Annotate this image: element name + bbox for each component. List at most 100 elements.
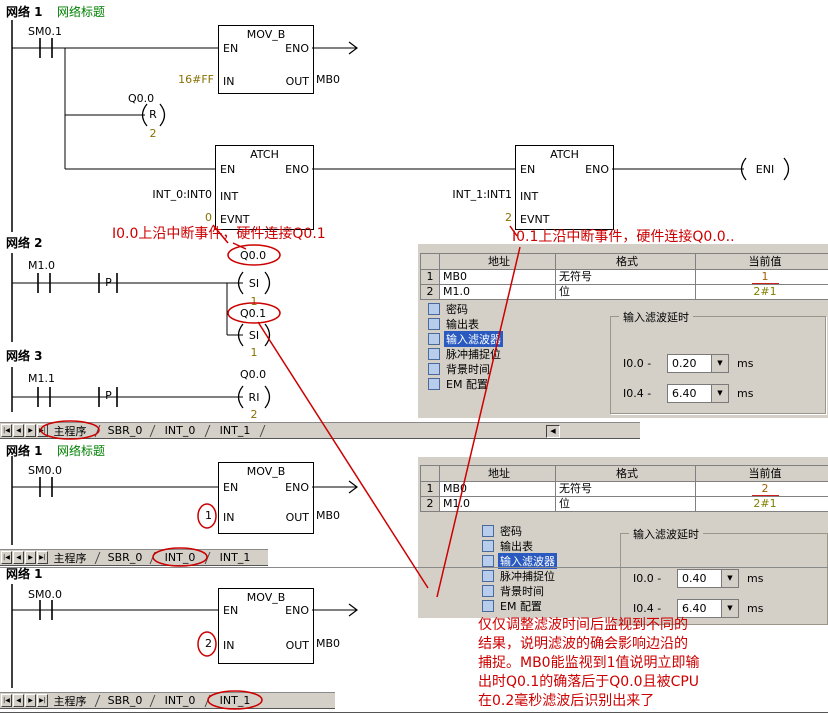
tab-main-program[interactable]: 主程序: [53, 694, 87, 708]
filter-delay-select-i04[interactable]: 6.40 ▼: [677, 598, 739, 618]
tree-item-pulse-catch[interactable]: 脉冲捕捉位: [482, 568, 557, 583]
tab-sbr0[interactable]: SBR_0: [107, 551, 143, 564]
tree-item-output-table[interactable]: 输出表: [428, 316, 503, 331]
tab-main-program[interactable]: 主程序: [53, 424, 87, 438]
tab-scroll-next-button[interactable]: ▶: [25, 424, 36, 437]
atch-box-2[interactable]: ATCH EN ENO INT EVNT: [515, 145, 614, 230]
set-coil1-n[interactable]: 1: [250, 295, 258, 308]
tab-sbr0[interactable]: SBR_0: [107, 694, 143, 707]
format-cell[interactable]: 位: [556, 497, 696, 512]
value-cell[interactable]: 2#1: [696, 285, 828, 300]
dropdown-arrow-icon[interactable]: ▼: [711, 354, 728, 372]
movb-box-main[interactable]: MOV_B EN ENO IN OUT: [218, 25, 314, 94]
tab-scroll-prev-button[interactable]: ◀: [13, 551, 24, 564]
chart-corner: [421, 254, 440, 270]
tree-item-input-filter[interactable]: 输入滤波器: [482, 552, 557, 569]
address-cell[interactable]: M1.0: [440, 285, 556, 300]
contact-operand-sm00[interactable]: SM0.0: [28, 588, 62, 601]
reset-coil-operand[interactable]: Q0.0: [128, 92, 155, 105]
value-cell[interactable]: 2#1: [696, 497, 828, 512]
reset-coil-r[interactable]: R: [149, 108, 157, 121]
dropdown-arrow-icon[interactable]: ▼: [721, 599, 738, 617]
tab-int0[interactable]: INT_0: [164, 694, 196, 707]
reset-coil-n[interactable]: 2: [149, 127, 157, 140]
movb-int1-out-operand[interactable]: MB0: [316, 637, 341, 650]
tab-scroll-first-button[interactable]: |◀: [1, 694, 12, 707]
tab-int1[interactable]: INT_1: [219, 551, 251, 564]
tree-item-background-time[interactable]: 背景时间: [428, 361, 503, 376]
tab-scroll-next-button[interactable]: ▶: [25, 551, 36, 564]
tab-int1[interactable]: INT_1: [219, 424, 251, 437]
edge-contact-p[interactable]: P: [105, 276, 112, 289]
pin-in: IN: [223, 639, 235, 652]
tree-item-em-config[interactable]: EM 配置: [428, 376, 503, 391]
tree-item-background-time[interactable]: 背景时间: [482, 583, 557, 598]
tree-item-pulse-catch[interactable]: 脉冲捕捉位: [428, 346, 503, 361]
movb-int1-in-operand[interactable]: 2: [205, 637, 212, 650]
eni-coil[interactable]: ENI: [755, 163, 775, 176]
movb-in-operand[interactable]: 16#FF: [178, 73, 214, 86]
filter-delay-select-i00[interactable]: 0.40 ▼: [677, 568, 739, 588]
set-coil1-operand[interactable]: Q0.0: [240, 249, 267, 262]
tab-scroll-prev-button[interactable]: ◀: [13, 694, 24, 707]
atch1-evnt-operand[interactable]: 0: [205, 211, 212, 224]
address-cell[interactable]: MB0: [440, 270, 556, 285]
movb-out-operand[interactable]: MB0: [316, 73, 341, 86]
tab-scroll-last-button[interactable]: ▶|: [37, 694, 48, 707]
atch1-int-operand[interactable]: INT_0:INT0: [152, 188, 212, 201]
pou-tabbar-int1: |◀ ◀ ▶ ▶| 主程序 SBR_0 INT_0 INT_1: [0, 692, 335, 709]
movb-int0-out-operand[interactable]: MB0: [316, 509, 341, 522]
pin-en: EN: [220, 163, 236, 176]
set-coil1-si[interactable]: SI: [248, 277, 260, 290]
address-cell[interactable]: M1.0: [440, 497, 556, 512]
tree-item-output-table[interactable]: 输出表: [482, 538, 557, 553]
format-cell[interactable]: 无符号: [556, 482, 696, 497]
config-page-icon: [482, 569, 494, 582]
system-block-tree-1: 密码 输出表 输入滤波器 脉冲捕捉位 背景时间 EM 配置: [428, 301, 503, 391]
tab-int0[interactable]: INT_0: [164, 551, 196, 564]
tab-scroll-next-button[interactable]: ▶: [25, 694, 36, 707]
tree-item-input-filter[interactable]: 输入滤波器: [428, 330, 503, 347]
atch-box-1[interactable]: ATCH EN ENO INT EVNT: [215, 145, 314, 230]
format-cell[interactable]: 无符号: [556, 270, 696, 285]
atch2-evnt-operand[interactable]: 2: [505, 211, 512, 224]
tab-int1[interactable]: INT_1: [219, 694, 251, 707]
chart-corner: [421, 466, 440, 482]
tree-item-password[interactable]: 密码: [428, 301, 503, 316]
contact-operand-sm00[interactable]: SM0.0: [28, 464, 62, 477]
tab-scroll-first-button[interactable]: |◀: [1, 551, 12, 564]
reset-coil2-ri[interactable]: RI: [248, 391, 260, 404]
tab-sbr0[interactable]: SBR_0: [107, 424, 143, 437]
reset-coil2-n[interactable]: 2: [250, 408, 258, 421]
movb-int0-in-operand[interactable]: 1: [205, 509, 212, 522]
movb-box-int0[interactable]: MOV_B EN ENO IN OUT: [218, 462, 314, 534]
tree-item-em-config[interactable]: EM 配置: [482, 598, 557, 613]
tree-item-password[interactable]: 密码: [482, 523, 557, 538]
format-cell[interactable]: 位: [556, 285, 696, 300]
edge-contact-p[interactable]: P: [105, 389, 112, 402]
movb-box-int1[interactable]: MOV_B EN ENO IN OUT: [218, 588, 314, 664]
tab-scroll-last-button[interactable]: ▶|: [37, 424, 48, 437]
tab-scroll-last-button[interactable]: ▶|: [37, 551, 48, 564]
pane-scroll-left-button[interactable]: ◀: [546, 425, 560, 438]
tab-main-program[interactable]: 主程序: [53, 551, 87, 565]
tab-scroll-first-button[interactable]: |◀: [1, 424, 12, 437]
value-cell[interactable]: 1: [696, 270, 828, 285]
dropdown-arrow-icon[interactable]: ▼: [711, 384, 728, 402]
set-coil2-operand[interactable]: Q0.1: [240, 307, 267, 320]
set-coil2-si[interactable]: SI: [248, 329, 260, 342]
atch2-int-operand[interactable]: INT_1:INT1: [452, 188, 512, 201]
contact-operand-m11[interactable]: M1.1: [28, 372, 55, 385]
filter-delay-select-i04[interactable]: 6.40 ▼: [667, 383, 729, 403]
pin-int: INT: [220, 190, 239, 203]
filter-delay-select-i00[interactable]: 0.20 ▼: [667, 353, 729, 373]
dropdown-arrow-icon[interactable]: ▼: [721, 569, 738, 587]
reset-coil2-operand[interactable]: Q0.0: [240, 368, 267, 381]
value-cell[interactable]: 2: [696, 482, 828, 497]
tab-int0[interactable]: INT_0: [164, 424, 196, 437]
contact-operand-sm01[interactable]: SM0.1: [28, 25, 62, 38]
set-coil2-n[interactable]: 1: [250, 346, 258, 359]
address-cell[interactable]: MB0: [440, 482, 556, 497]
contact-operand-m10[interactable]: M1.0: [28, 259, 55, 272]
tab-scroll-prev-button[interactable]: ◀: [13, 424, 24, 437]
